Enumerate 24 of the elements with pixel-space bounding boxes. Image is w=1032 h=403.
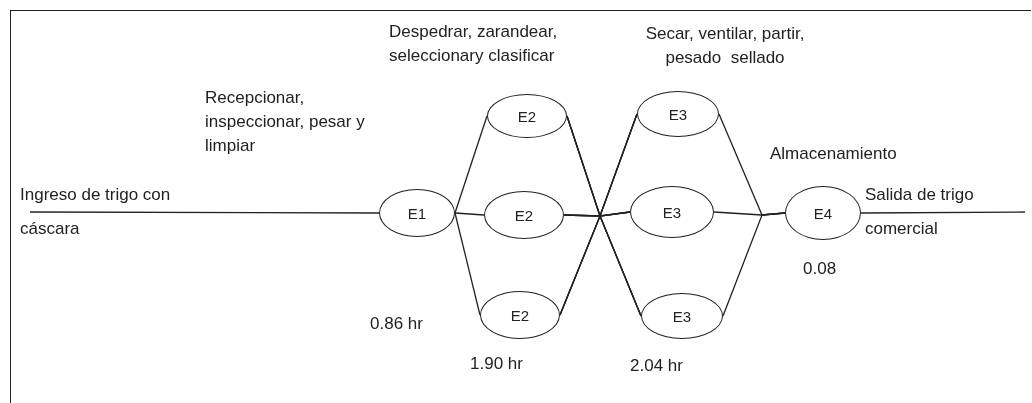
stage-ellipse: E3 <box>630 186 714 238</box>
duration-label: 1.90 hr <box>470 353 524 375</box>
stage-ellipse: E2 <box>480 291 560 339</box>
connector-line <box>454 115 488 214</box>
stage-ellipse: E4 <box>785 186 861 240</box>
flow-label: Ingreso de trigo con cáscara <box>20 178 210 246</box>
flow-label: Salida de trigo comercial <box>865 178 1025 246</box>
duration-label: 0.08 <box>803 258 838 280</box>
stage-ellipse: E3 <box>641 293 723 339</box>
connector-line <box>454 212 481 316</box>
stage-ellipse: E3 <box>637 91 719 137</box>
activity-description: Despedrar, zarandear, seleccionary clasificar <box>389 21 559 67</box>
connector-line <box>29 211 380 214</box>
duration-label: 0.86 hr <box>370 313 424 335</box>
connector-line <box>722 212 786 317</box>
duration-label: 2.04 hr <box>630 355 684 377</box>
activity-description: Almacenamiento <box>770 143 898 165</box>
stage-ellipse: E2 <box>484 191 564 239</box>
activity-description: Secar, ventilar, partir, pesado sellado <box>644 23 806 69</box>
connector-line <box>860 211 1026 214</box>
activity-description: Recepcionar, inspeccionar, pesar y limpiar <box>205 87 366 157</box>
stage-ellipse: E1 <box>379 189 455 237</box>
connector-line <box>454 212 485 216</box>
stage-ellipse: E2 <box>487 94 567 138</box>
